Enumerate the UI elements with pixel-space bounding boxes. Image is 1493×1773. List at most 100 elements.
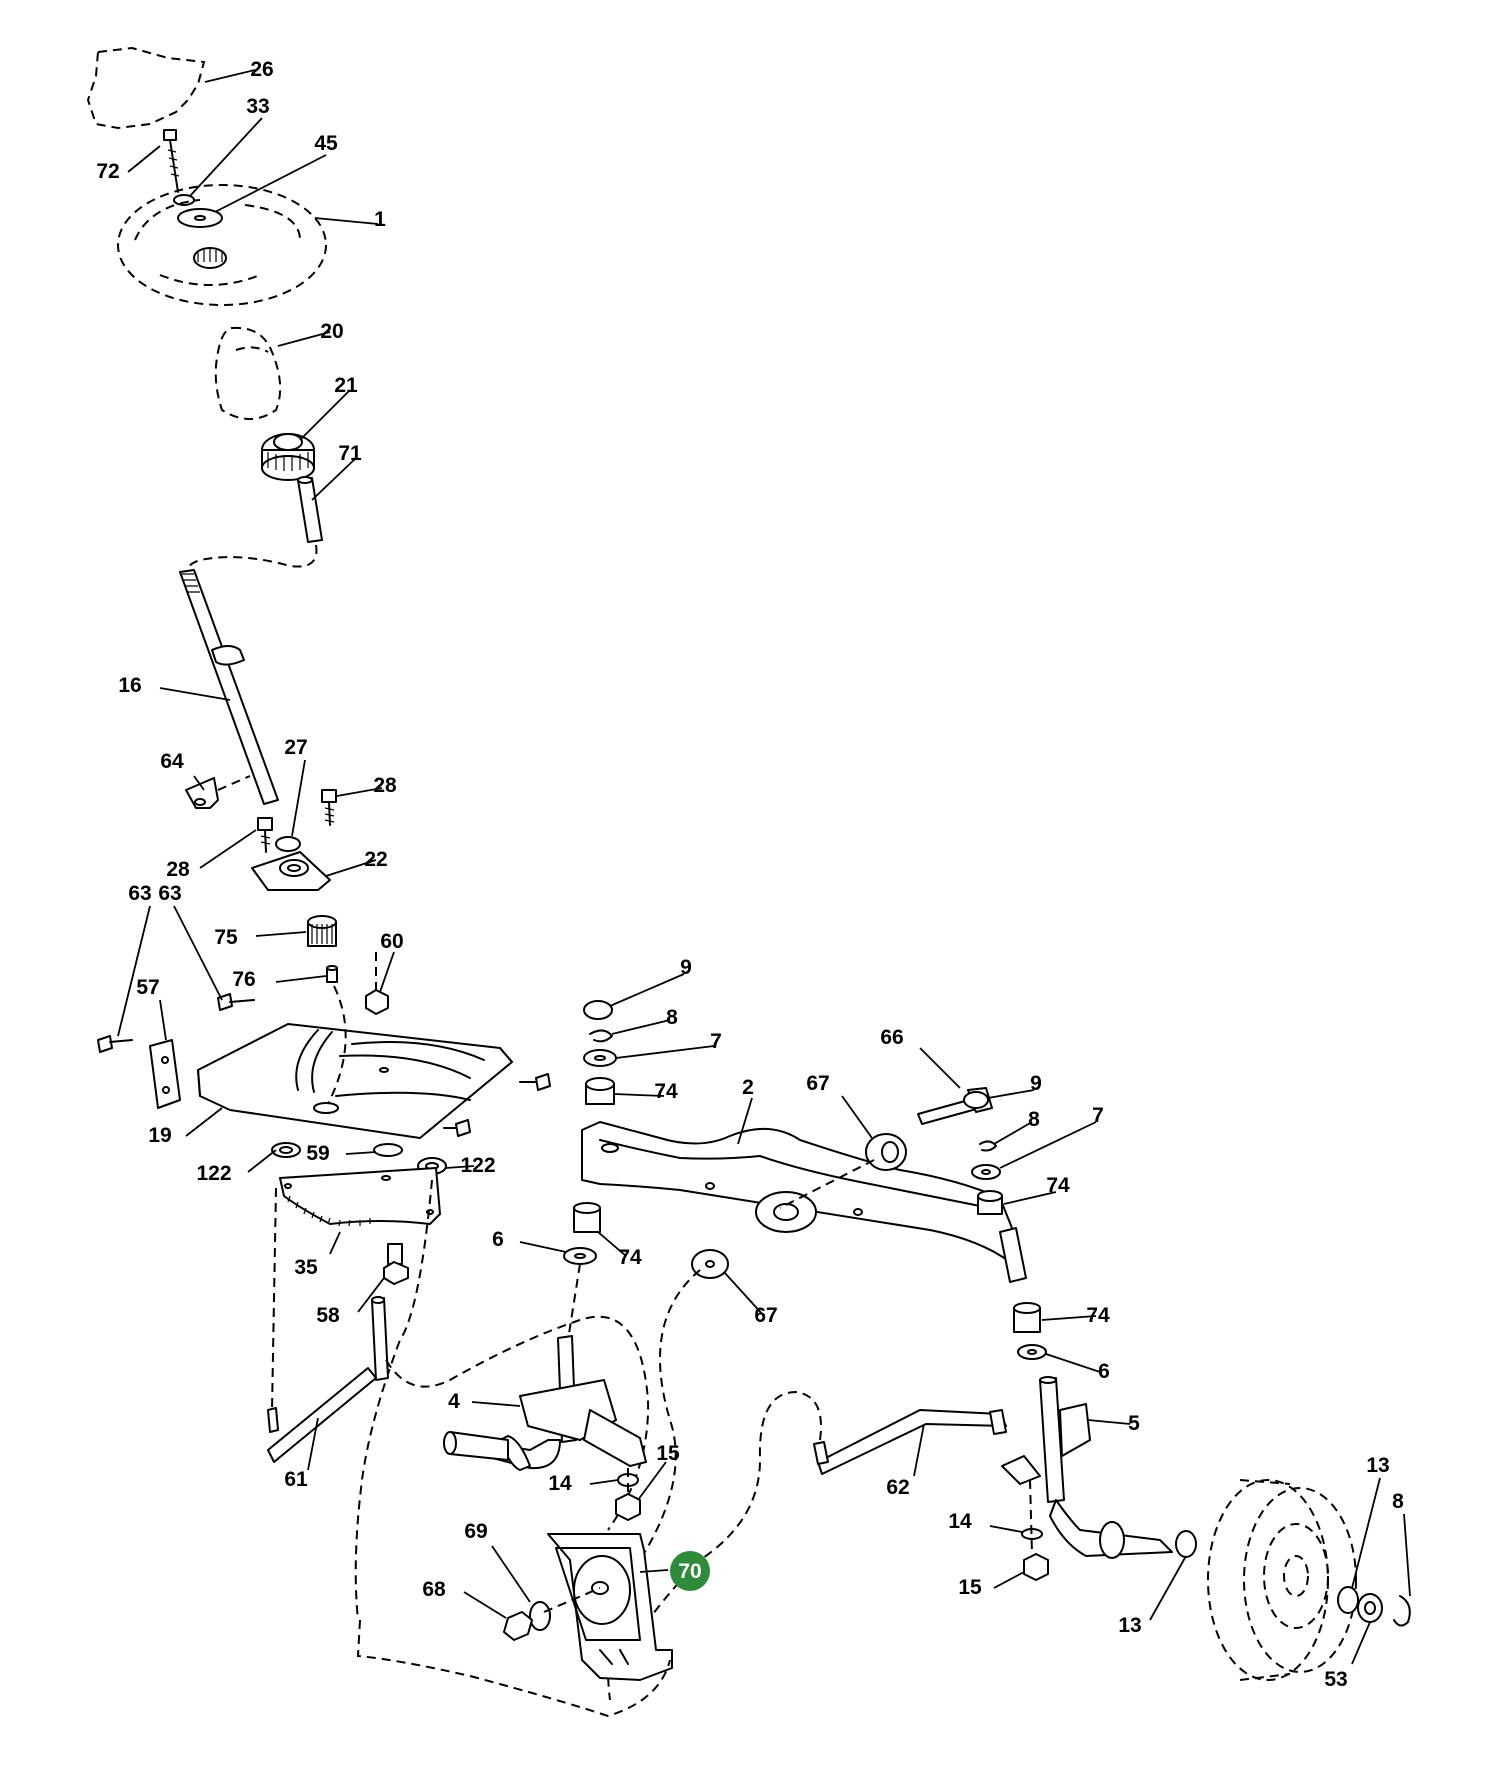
leader-line-7 — [615, 1045, 715, 1059]
part-washer — [373, 1143, 403, 1157]
part-steering-plate — [197, 1023, 513, 1139]
leader-line-60 — [379, 951, 395, 993]
assembly-line — [543, 1587, 601, 1613]
part-plate — [149, 1039, 181, 1109]
leader-line-20 — [277, 331, 331, 347]
part-bushing — [977, 1190, 1003, 1215]
assembly-line — [567, 1263, 581, 1341]
part-washer — [177, 208, 223, 228]
leader-line-4 — [471, 1401, 521, 1407]
assembly-line — [327, 985, 347, 1105]
part-bushing — [1013, 1302, 1041, 1333]
leader-line-19 — [185, 1107, 223, 1137]
callout-19: 19 — [148, 1124, 171, 1147]
leader-line-74 — [613, 1093, 665, 1097]
part-washer — [583, 1049, 617, 1067]
leader-line-8 — [611, 1019, 671, 1035]
callout-6: 6 — [492, 1228, 504, 1251]
leader-line-33 — [189, 117, 263, 197]
leader-line-62 — [913, 1423, 925, 1477]
part-washer — [529, 1601, 551, 1631]
part-front-axle — [581, 1121, 1027, 1283]
leader-line-74 — [1041, 1315, 1097, 1321]
leader-line-27 — [291, 759, 306, 837]
callout-67: 67 — [806, 1072, 829, 1095]
callout-64: 64 — [160, 750, 184, 773]
part-bolt — [326, 965, 338, 983]
leader-line-122 — [247, 1149, 277, 1173]
leader-line-71 — [311, 457, 357, 501]
part-bolt — [519, 1073, 551, 1091]
leader-line-67 — [723, 1271, 765, 1317]
part-cap — [963, 1091, 989, 1109]
part-screw — [257, 817, 273, 853]
callout-13: 13 — [1366, 1454, 1389, 1477]
callout-70: 70 — [678, 1560, 701, 1583]
callout-20: 20 — [320, 320, 343, 343]
leader-line-14 — [589, 1479, 619, 1485]
callout-9: 9 — [1030, 1072, 1042, 1095]
callout-72: 72 — [96, 160, 119, 183]
part-washer — [1175, 1530, 1197, 1558]
callout-67: 67 — [754, 1304, 777, 1327]
part-cap — [583, 1000, 613, 1020]
leader-line-6 — [519, 1241, 567, 1253]
callout-63: 63 — [158, 882, 181, 905]
callout-14: 14 — [548, 1472, 572, 1495]
leader-line-28 — [199, 829, 257, 869]
part-bolt — [217, 993, 255, 1011]
leader-line-69 — [491, 1545, 531, 1603]
assembly-line — [356, 1619, 671, 1718]
callout-35: 35 — [294, 1256, 318, 1279]
callout-57: 57 — [136, 976, 159, 999]
leader-line-8 — [993, 1121, 1033, 1145]
leader-line-9 — [609, 973, 685, 1007]
leader-line-74 — [1003, 1191, 1057, 1205]
leader-line-68 — [463, 1591, 507, 1619]
callout-59: 59 — [306, 1142, 329, 1165]
callout-26: 26 — [250, 58, 273, 81]
callout-15: 15 — [958, 1576, 982, 1599]
part-spacer-pin — [297, 476, 323, 543]
callout-69: 69 — [464, 1520, 487, 1543]
callout-4: 4 — [448, 1390, 460, 1413]
callout-21: 21 — [334, 374, 358, 397]
leader-line-64 — [193, 775, 205, 791]
part-washer — [1357, 1593, 1383, 1623]
part-sector-gear — [279, 1167, 441, 1227]
part-bolt — [97, 1035, 133, 1053]
callout-7: 7 — [710, 1030, 722, 1053]
callout-53: 53 — [1324, 1668, 1347, 1691]
part-lock-washer — [173, 194, 195, 206]
leader-line-2 — [737, 1097, 753, 1145]
leader-line-13 — [1351, 1477, 1381, 1589]
leader-line-66 — [919, 1047, 961, 1089]
leader-line-7 — [999, 1121, 1097, 1169]
leader-line-1 — [314, 217, 379, 225]
part-bearing-flange — [251, 851, 331, 891]
part-spacer — [691, 1249, 729, 1279]
callout-5: 5 — [1128, 1412, 1140, 1435]
part-washer — [1017, 1344, 1047, 1360]
callout-58: 58 — [316, 1304, 340, 1327]
leader-line-75 — [255, 931, 307, 937]
callout-22: 22 — [364, 848, 387, 871]
part-spindle-left — [443, 1335, 647, 1471]
part-steering-cap — [86, 46, 206, 130]
callout-74: 74 — [618, 1246, 642, 1269]
callout-75: 75 — [214, 926, 238, 949]
leader-line-15 — [637, 1461, 667, 1501]
part-steering-boot — [214, 326, 282, 420]
leader-line-13 — [1149, 1555, 1187, 1621]
callout-62: 62 — [886, 1476, 909, 1499]
part-screw — [321, 789, 337, 826]
part-bolt — [383, 1243, 409, 1285]
leader-line-59 — [345, 1151, 377, 1155]
leader-line-5 — [1087, 1419, 1131, 1425]
part-nut — [503, 1611, 533, 1641]
part-bushing — [573, 1202, 601, 1233]
callout-122: 122 — [460, 1154, 495, 1177]
part-nut — [365, 989, 389, 1015]
part-drag-link — [267, 1296, 389, 1463]
